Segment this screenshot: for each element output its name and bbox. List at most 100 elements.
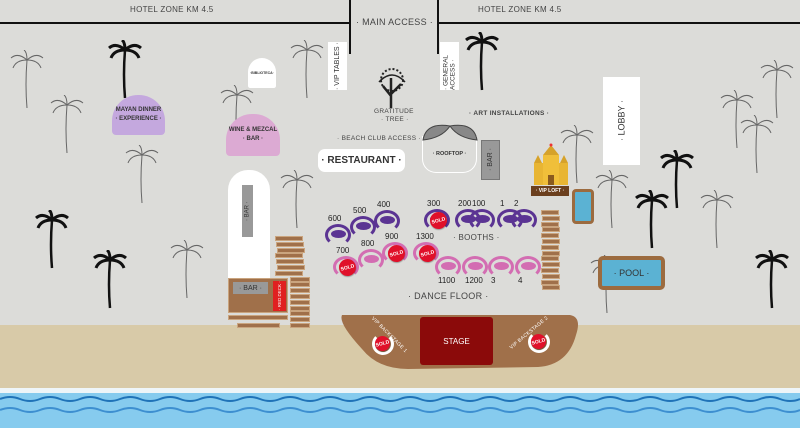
palm-tree-icon bbox=[35, 210, 69, 269]
general-access[interactable]: · GENERAL ACCESS · bbox=[440, 42, 459, 90]
booth-number: 400 bbox=[377, 200, 391, 209]
wine-mezcal-bar[interactable]: WINE & MEZCAL · BAR · bbox=[226, 114, 280, 156]
stair-step bbox=[542, 239, 560, 244]
wine-mezcal-label-2: · BAR · bbox=[242, 136, 264, 142]
stair-step bbox=[541, 221, 559, 227]
mayan-dinner-area[interactable]: MAYAN DINNER · EXPERIENCE · bbox=[112, 95, 165, 135]
stair-step bbox=[541, 268, 559, 273]
wave bbox=[0, 407, 800, 413]
wine-mezcal-label: WINE & MEZCAL bbox=[228, 127, 278, 133]
bar-left-vertical[interactable]: · BAR · bbox=[242, 185, 253, 237]
stair-step bbox=[290, 317, 310, 323]
booth-number: 1100 bbox=[438, 276, 456, 285]
stair-step bbox=[290, 288, 310, 294]
stair-step bbox=[277, 247, 305, 253]
booth-table bbox=[468, 262, 483, 270]
entrance-wall-right bbox=[437, 0, 439, 54]
red-deck-label: · RED DECK · bbox=[277, 281, 282, 311]
restaurant[interactable]: · RESTAURANT · bbox=[318, 149, 405, 172]
palm-tree-icon bbox=[10, 50, 44, 109]
booth-2[interactable]: 2 bbox=[511, 199, 539, 231]
stage[interactable]: STAGE bbox=[420, 317, 493, 365]
stair-step bbox=[276, 259, 304, 265]
stair-step bbox=[541, 210, 559, 215]
lobby-label: · LOBBY · bbox=[616, 100, 627, 142]
red-deck[interactable]: · RED DECK · bbox=[273, 281, 286, 311]
vip-loft[interactable]: · VIP LOFT · bbox=[531, 186, 569, 196]
main-access[interactable]: · MAIN ACCESS · bbox=[356, 17, 434, 27]
castle-icon bbox=[534, 143, 568, 185]
stair-step bbox=[541, 256, 559, 262]
beach-club-access-label[interactable]: · BEACH CLUB ACCESS · bbox=[337, 135, 421, 142]
dance-floor-label[interactable]: · DANCE FLOOR · bbox=[408, 291, 489, 301]
stair-step bbox=[228, 315, 288, 320]
booth-arc bbox=[488, 256, 514, 278]
palm-tree-icon bbox=[635, 190, 669, 249]
palm-tree-icon bbox=[755, 250, 789, 309]
booth-number: 1200 bbox=[465, 276, 483, 285]
palm-tree-icon bbox=[170, 240, 204, 299]
bar-center-label: · BAR · bbox=[487, 148, 494, 172]
palm-tree-icon bbox=[50, 95, 84, 154]
stair-step bbox=[290, 305, 310, 311]
entrance-wall-left bbox=[349, 0, 351, 54]
booth-1200[interactable]: 1200 bbox=[462, 250, 490, 285]
bar-left[interactable]: · BAR · bbox=[233, 282, 268, 294]
rooftop[interactable]: · ROOFTOP · bbox=[422, 136, 477, 173]
stair-step bbox=[290, 323, 310, 328]
booth-4[interactable]: 4 bbox=[515, 250, 543, 285]
lobby[interactable]: · LOBBY · bbox=[603, 77, 640, 165]
booth-arc bbox=[515, 256, 541, 278]
stair-step bbox=[542, 227, 560, 233]
booth-table bbox=[517, 215, 532, 223]
booth-400[interactable]: 400 bbox=[374, 200, 402, 232]
vip-tables[interactable]: · VIP TABLES · bbox=[328, 42, 347, 90]
shoreline bbox=[0, 388, 800, 393]
wave bbox=[0, 396, 800, 402]
booth-arc bbox=[382, 242, 408, 264]
stair-step bbox=[237, 323, 280, 328]
palm-tree-icon bbox=[290, 40, 324, 99]
bar-center[interactable]: · BAR · bbox=[481, 140, 500, 180]
stair-step bbox=[290, 311, 310, 317]
palm-tree-icon bbox=[125, 145, 159, 204]
biblioteca-area[interactable]: ·BIBLIOTECA· bbox=[248, 58, 276, 88]
gratitude-tree-label: GRATITUDE bbox=[374, 108, 414, 115]
stair-step bbox=[542, 285, 560, 291]
booth-number: 100 bbox=[472, 199, 486, 208]
booth-arc bbox=[424, 209, 450, 231]
rooftop-label: · ROOFTOP · bbox=[432, 151, 467, 157]
booth-table bbox=[461, 215, 476, 223]
palm-tree-icon bbox=[700, 190, 734, 249]
booth-number: 900 bbox=[385, 232, 399, 241]
booth-table bbox=[364, 255, 379, 263]
booth-500[interactable]: 500 bbox=[350, 206, 378, 238]
art-installations-label[interactable]: · ART INSTALLATIONS · bbox=[469, 110, 550, 117]
mayan-dinner-label: MAYAN DINNER bbox=[115, 107, 162, 113]
booth-table bbox=[503, 215, 518, 223]
stair-step bbox=[275, 253, 303, 259]
street-line-left bbox=[0, 22, 350, 24]
vip-pool[interactable] bbox=[572, 189, 594, 224]
booth-number: 600 bbox=[328, 214, 342, 223]
stair-step bbox=[542, 262, 560, 268]
booth-number: 300 bbox=[427, 199, 441, 208]
booth-100[interactable]: 100 bbox=[469, 199, 497, 231]
booth-3[interactable]: 3 bbox=[488, 250, 516, 285]
stair-step bbox=[276, 241, 304, 247]
biblioteca-label: ·BIBLIOTECA· bbox=[250, 70, 274, 75]
booth-number: 4 bbox=[518, 276, 523, 285]
general-access-label: · GENERAL ACCESS · bbox=[442, 55, 457, 90]
booth-600[interactable]: 600 bbox=[325, 214, 353, 246]
pool[interactable]: · POOL · bbox=[598, 256, 665, 290]
booth-800[interactable]: 800 bbox=[358, 239, 386, 271]
bar-left-vertical-label: · BAR · bbox=[244, 201, 251, 221]
stair-step bbox=[541, 279, 559, 285]
booth-1100[interactable]: 1100 bbox=[435, 250, 463, 285]
stage-label: STAGE bbox=[443, 336, 470, 346]
stair-step bbox=[542, 273, 560, 279]
